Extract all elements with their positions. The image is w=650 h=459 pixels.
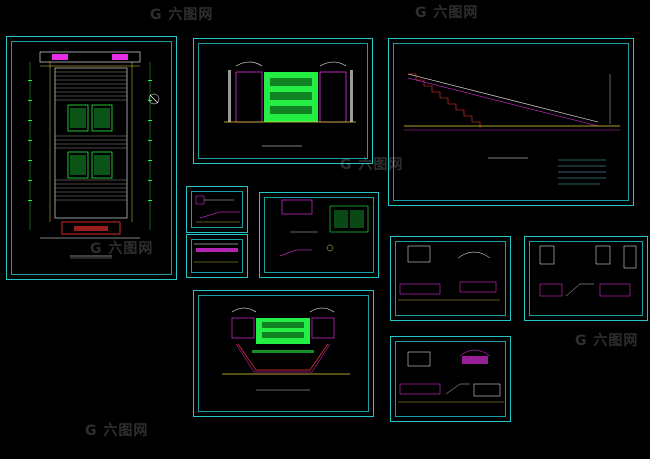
- sheet-detail-f[interactable]: [390, 336, 511, 422]
- sheet-detail-a-border: [191, 191, 243, 228]
- watermark-glyph: G: [90, 241, 103, 257]
- detail-d-linework: [398, 245, 500, 301]
- sheet-detail-d-border: [395, 241, 506, 316]
- watermark-logo: G 六图网: [575, 330, 638, 350]
- plan-linework: [28, 51, 160, 259]
- sheet-front-elevation[interactable]: [193, 38, 373, 164]
- sheet-cross-section[interactable]: [193, 290, 374, 417]
- watermark-glyph: G: [150, 7, 163, 23]
- watermark-logo: G 六图网: [150, 4, 213, 24]
- watermark-text: 六图网: [103, 423, 149, 439]
- detail-f-linework: [398, 349, 504, 403]
- sheet-plan-view[interactable]: [6, 36, 177, 280]
- sheet-detail-e[interactable]: [524, 236, 648, 321]
- watermark-glyph: G: [85, 423, 98, 439]
- sheet-detail-e-border: [529, 241, 643, 316]
- sheet-detail-b-border: [191, 239, 243, 273]
- watermark-text: 六图网: [168, 7, 214, 23]
- cross-section-linework: [222, 307, 350, 391]
- watermark-glyph: G: [415, 5, 428, 21]
- sheet-cross-section-border: [198, 295, 369, 412]
- watermark-logo: G 六图网: [415, 2, 478, 22]
- watermark-glyph: G: [340, 157, 353, 173]
- watermark-logo: G 六图网: [340, 154, 403, 174]
- detail-a-linework: [195, 195, 240, 223]
- watermark-text: 六图网: [433, 5, 479, 21]
- watermark-glyph: G: [575, 333, 588, 349]
- sheet-detail-d[interactable]: [390, 236, 511, 321]
- watermark-text: 六图网: [358, 157, 404, 173]
- watermark-logo: G 六图网: [90, 238, 153, 258]
- sheet-plan-view-border: [11, 41, 172, 275]
- sheet-detail-c[interactable]: [259, 192, 379, 278]
- detail-c-linework: [279, 199, 369, 257]
- stairs-section-linework: [404, 73, 620, 185]
- elevation-linework: [224, 61, 356, 147]
- watermark-text: 六图网: [108, 241, 154, 257]
- sheet-detail-c-border: [264, 197, 374, 273]
- sheet-detail-f-border: [395, 341, 506, 417]
- detail-b-linework: [194, 243, 238, 263]
- sheet-detail-b[interactable]: [186, 234, 248, 278]
- detail-e-linework: [539, 245, 637, 297]
- sheet-stairs-section-border: [393, 43, 629, 201]
- watermark-text: 六图网: [593, 333, 639, 349]
- sheet-front-elevation-border: [198, 43, 368, 159]
- watermark-logo: G 六图网: [85, 420, 148, 440]
- sheet-detail-a[interactable]: [186, 186, 248, 233]
